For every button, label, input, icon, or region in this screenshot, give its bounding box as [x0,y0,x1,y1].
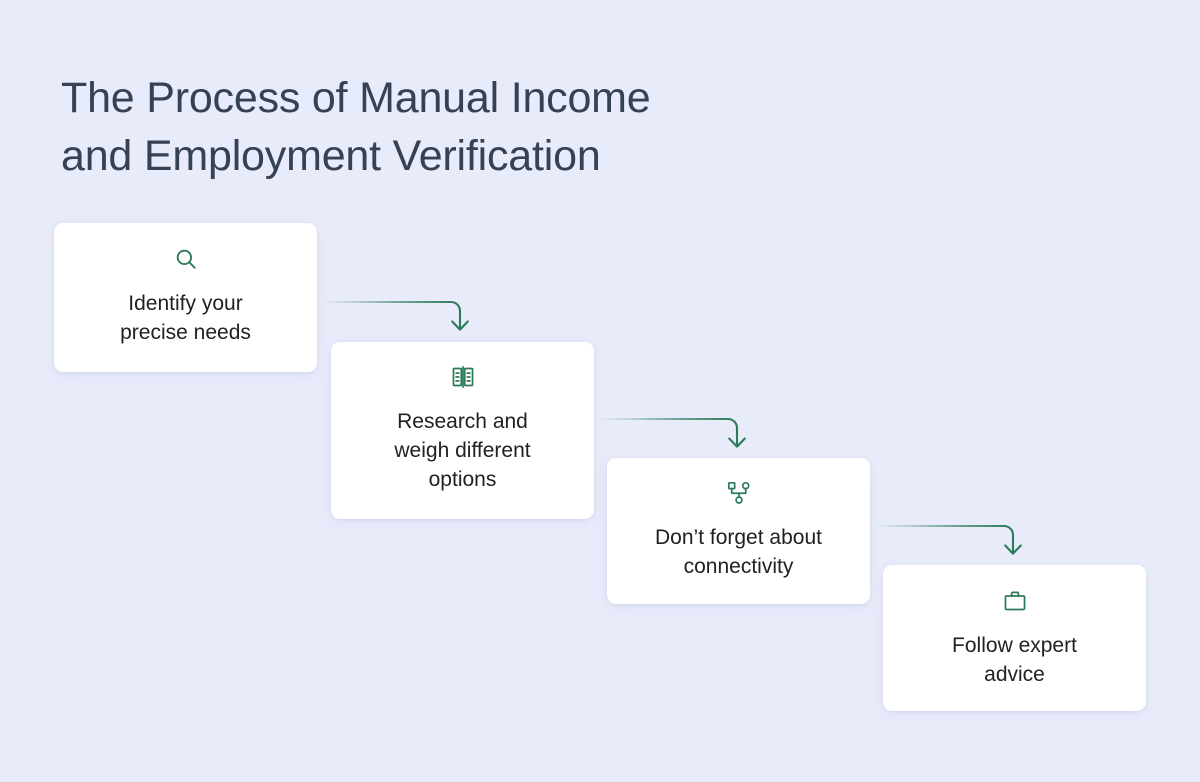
arrow-line [597,417,739,447]
connector-arrow-2 [595,405,765,457]
connector-arrow-1 [318,288,488,340]
step-card-4-label: Follow expert advice [952,634,1077,686]
connector-arrow-3 [871,512,1041,564]
step-card-3-label: Don’t forget about connectivity [655,526,822,578]
open-book-icon [450,364,476,390]
briefcase-icon [1002,588,1028,614]
arrow-head [451,320,469,331]
search-icon [173,246,199,272]
arrow-head [728,437,746,448]
page-title: The Process of Manual Income and Employm… [61,73,651,180]
step-card-1-label: Identify your precise needs [120,292,251,344]
step-card-2-label: Research and weigh different options [394,410,531,491]
step-card-4[interactable]: Follow expert advice [883,565,1146,711]
arrow-line [320,300,462,330]
arrow-line [873,524,1015,554]
step-card-3[interactable]: Don’t forget about connectivity [607,458,870,604]
network-nodes-icon [726,480,752,506]
arrow-head [1004,544,1022,555]
step-card-1[interactable]: Identify your precise needs [54,223,317,372]
step-card-2[interactable]: Research and weigh different options [331,342,594,519]
